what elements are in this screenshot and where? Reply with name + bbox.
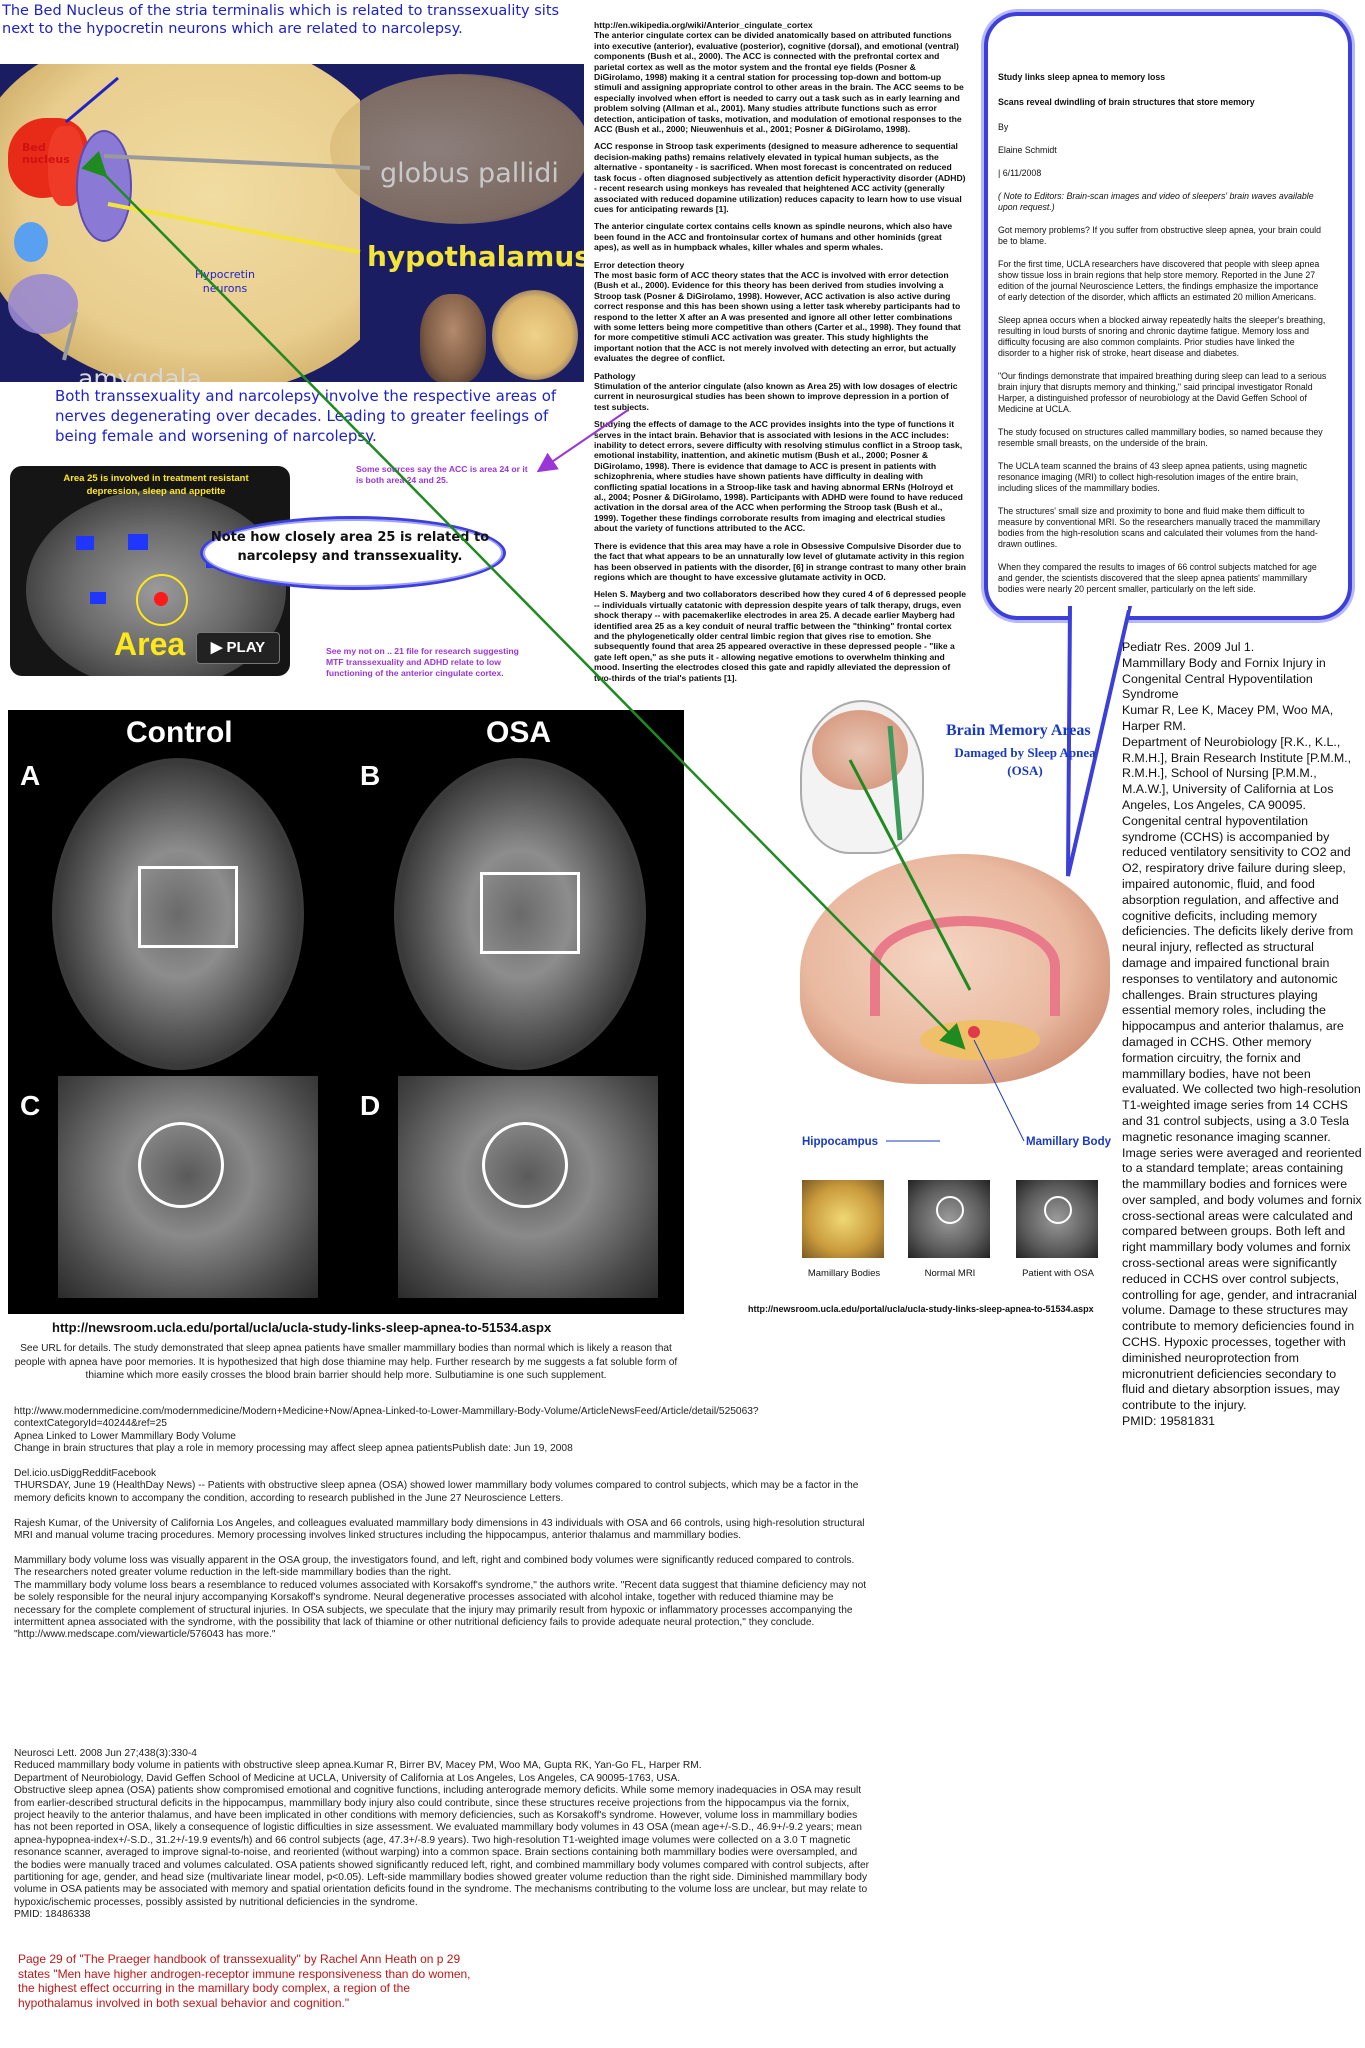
top-left-caption: Both transsexuality and narcolepsy invol… <box>55 387 557 445</box>
pointer-lines <box>62 76 371 361</box>
pediatr-abstract: Pediatr Res. 2009 Jul 1. Mammillary Body… <box>1122 640 1362 1429</box>
news-paragraph: For the first time, UCLA researchers hav… <box>998 259 1320 302</box>
wiki-paragraph: Helen S. Mayberg and two collaborators d… <box>594 589 967 683</box>
purple-note-2: See my not on .. 21 file for research su… <box>326 646 519 678</box>
panel-label-b: B <box>360 760 381 791</box>
wiki-paragraph: Error detection theory The most basic fo… <box>594 259 961 364</box>
news-paragraph: "Our findings demonstrate that impaired … <box>998 371 1327 414</box>
area25-ring <box>136 574 188 626</box>
figure-title: Brain Memory Areas <box>946 722 1091 739</box>
osa-roi-box <box>480 872 580 954</box>
news-title: Study links sleep apnea to memory loss <box>998 72 1166 82</box>
news-paragraph: The structures' small size and proximity… <box>998 506 1321 549</box>
activation-spot-3 <box>90 592 106 604</box>
purple-note-1: Some sources say the ACC is area 24 or i… <box>356 464 528 485</box>
header-line-2: next to the hypocretin neurons which are… <box>2 21 463 37</box>
mri-figure: Control OSA A B C D <box>8 710 684 1314</box>
header-line-1: The Bed Nucleus of the stria terminalis … <box>2 3 560 19</box>
play-label: PLAY <box>226 639 266 656</box>
news-subtitle: Scans reveal dwindling of brain structur… <box>998 97 1255 107</box>
brain-memory-figure: Brain Memory Areas Damaged by Sleep Apne… <box>790 690 1120 1290</box>
mamillary-body-shape <box>968 1026 980 1038</box>
news-by: By <box>998 122 1009 132</box>
panel-label-c: C <box>20 1090 41 1121</box>
bed-nucleus-label: Bed nucleus <box>22 141 70 166</box>
wiki-paragraph: Studying the effects of damage to the AC… <box>594 419 963 534</box>
play-icon: ▶ <box>210 639 223 656</box>
area25-overlay-text: Area <box>114 626 186 662</box>
right-figure-url[interactable]: http://newsroom.ucla.edu/portal/ucla/ucl… <box>748 1304 1094 1314</box>
thumb-label-1: Mamillary Bodies <box>807 1268 881 1279</box>
left-caption: See URL for details. The study demonstra… <box>14 1343 678 1381</box>
control-roi-circle <box>138 1122 224 1208</box>
wiki-paragraph: There is evidence that this area may hav… <box>594 540 966 582</box>
wiki-paragraph: The anterior cingulate cortex contains c… <box>594 221 953 253</box>
news-article: Study links sleep apnea to memory loss S… <box>998 72 1328 602</box>
news-callout-box <box>984 12 1352 620</box>
wiki-paragraph: ACC response in Stroop task experiments … <box>594 141 966 214</box>
wiki-paragraph: Pathology Stimulation of the anterior ci… <box>594 370 958 412</box>
blue-nucleus-shape <box>14 222 48 262</box>
area25-title: Area 25 is involved in treatment resista… <box>63 473 249 497</box>
play-button[interactable]: ▶ PLAY <box>196 632 280 664</box>
osa-roi-circle <box>482 1122 568 1208</box>
thumb-mamillary-bodies <box>802 1180 884 1258</box>
modern-medicine-article: http://www.modernmedicine.com/modernmedi… <box>14 1406 867 1641</box>
wiki-article: http://en.wikipedia.org/wiki/Anterior_ci… <box>594 20 966 690</box>
panel-label-d: D <box>360 1090 381 1121</box>
control-roi-box <box>138 866 238 948</box>
callout-tail <box>1066 606 1133 877</box>
news-paragraph: Got memory problems? If you suffer from … <box>998 225 1322 246</box>
news-author: Elaine Schmidt <box>998 145 1057 155</box>
praeger-quote: Page 29 of "The Praeger handbook of tran… <box>18 1952 471 2010</box>
thumb-circle-osa <box>1044 1196 1072 1224</box>
neurosci-abstract: Neurosci Lett. 2008 Jun 27;438(3):330-4 … <box>14 1748 870 1921</box>
news-paragraph: Sleep apnea occurs when a blocked airway… <box>998 315 1326 358</box>
news-paragraph: The study focused on structures called m… <box>998 427 1323 448</box>
hippocampus-label: Hippocampus <box>802 1136 879 1148</box>
panel-label-a: A <box>20 760 41 791</box>
left-url[interactable]: http://newsroom.ucla.edu/portal/ucla/ucl… <box>52 1320 552 1335</box>
thumb-circle-normal <box>936 1196 964 1224</box>
thumb-label-3: Patient with OSA <box>1022 1268 1094 1279</box>
thumb-label-2: Normal MRI <box>924 1268 976 1279</box>
figure-subtitle: Damaged by Sleep Apnea (OSA) <box>954 745 1096 778</box>
mamillary-label: Mamillary Body <box>1026 1136 1111 1148</box>
news-paragraph: When they compared the results to images… <box>998 562 1317 594</box>
activation-spot-1 <box>76 536 94 550</box>
osa-heading: OSA <box>486 716 552 749</box>
news-note: ( Note to Editors: Brain-scan images and… <box>998 191 1314 212</box>
amygdala-shape <box>8 274 78 334</box>
bed-nucleus-brain-image: Bed nucleus globus pallidi hypothalamus … <box>0 64 584 382</box>
header-text: The Bed Nucleus of the stria terminalis … <box>2 2 562 38</box>
wiki-url[interactable]: http://en.wikipedia.org/wiki/Anterior_ci… <box>594 20 813 30</box>
news-date: | 6/11/2008 <box>998 168 1042 178</box>
speech-bubble-text: Note how closely area 25 is related to n… <box>210 530 490 564</box>
news-paragraph: The UCLA team scanned the brains of 43 s… <box>998 461 1308 493</box>
wiki-paragraph: The anterior cingulate cortex can be div… <box>594 30 964 135</box>
activation-spot-2 <box>128 534 148 550</box>
control-heading: Control <box>126 716 233 749</box>
